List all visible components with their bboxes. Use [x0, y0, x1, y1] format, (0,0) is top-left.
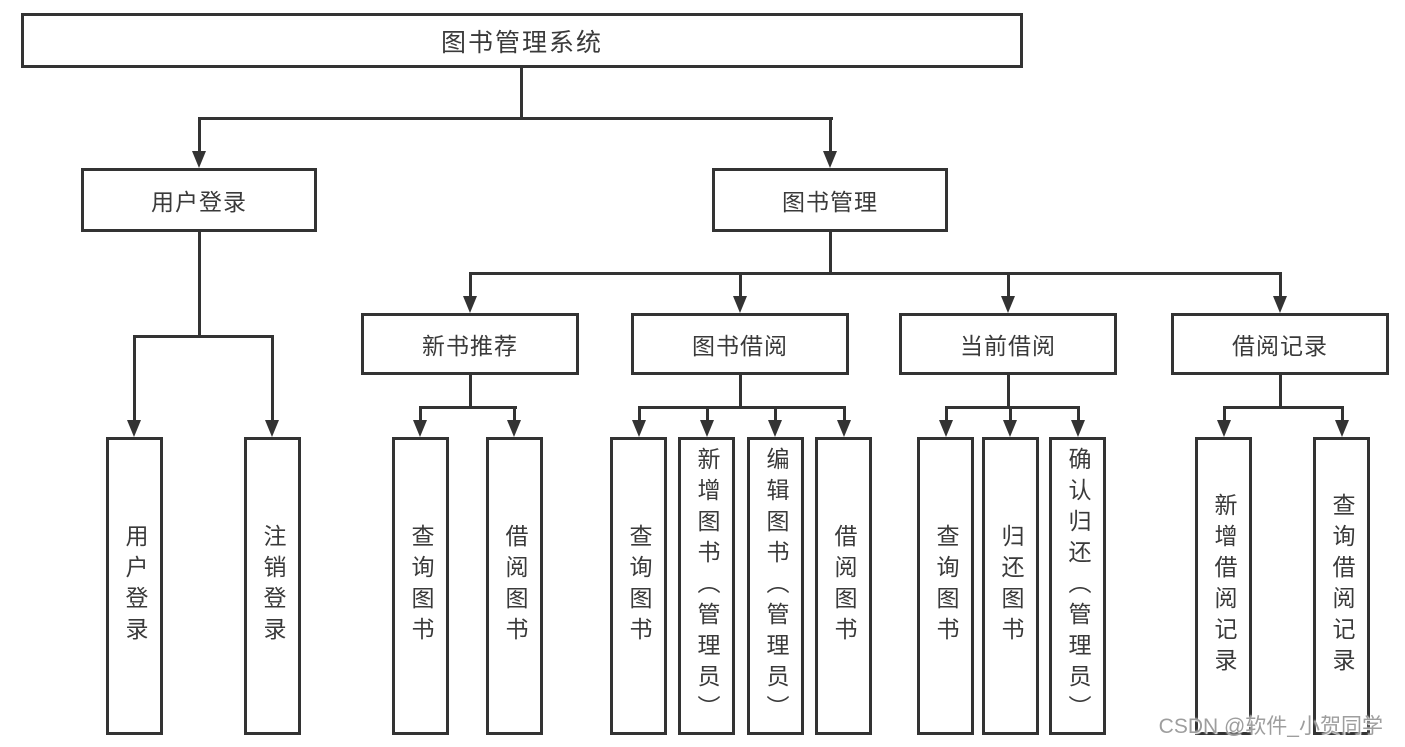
connector-arrowhead [1003, 420, 1017, 437]
node-borrow-records: 借阅记录 [1171, 313, 1389, 375]
connector-hline [198, 117, 833, 120]
node-new-book-rec: 新书推荐 [361, 313, 579, 375]
connector-arrowhead [1273, 296, 1287, 313]
connector-stem [829, 117, 832, 152]
connector-stem [1007, 272, 1010, 298]
connector-hline [133, 335, 274, 338]
connector-stem [638, 406, 641, 422]
connector-stem [513, 406, 516, 422]
connector-hline [469, 272, 1282, 275]
leaf-borrow-query-books-label: 查询图书 [626, 524, 652, 648]
leaf-logout: 注销登录 [244, 437, 301, 735]
leaf-borrow-edit-books-admin-label: 编辑图书（管理员） [763, 446, 789, 726]
connector-stem [133, 335, 136, 421]
node-current-borrow: 当前借阅 [899, 313, 1117, 375]
connector-vline [739, 375, 742, 406]
node-book-mgmt: 图书管理 [712, 168, 948, 232]
connector-arrowhead [1001, 296, 1015, 313]
leaf-records-add-record-label: 新增借阅记录 [1211, 493, 1237, 679]
connector-arrowhead [733, 296, 747, 313]
leaf-newrec-query-books-label: 查询图书 [408, 524, 434, 648]
leaf-borrow-add-books-admin: 新增图书（管理员） [678, 437, 735, 735]
leaf-current-query-books-label: 查询图书 [933, 524, 959, 648]
leaf-borrow-borrow-books-label: 借阅图书 [831, 524, 857, 648]
leaf-borrow-edit-books-admin: 编辑图书（管理员） [747, 437, 804, 735]
connector-hline [638, 406, 846, 409]
connector-vline [1279, 375, 1282, 406]
node-book-borrow-label: 图书借阅 [692, 333, 788, 359]
leaf-current-return-books: 归还图书 [982, 437, 1039, 735]
leaf-current-return-books-label: 归还图书 [998, 524, 1024, 648]
connector-arrowhead [127, 420, 141, 437]
leaf-records-add-record: 新增借阅记录 [1195, 437, 1252, 735]
connector-arrowhead [1071, 420, 1085, 437]
node-book-mgmt-label: 图书管理 [782, 189, 878, 215]
connector-stem [843, 406, 846, 422]
connector-stem [945, 406, 948, 422]
connector-stem [1223, 406, 1226, 422]
connector-stem [1279, 272, 1282, 298]
leaf-user-login-label: 用户登录 [122, 524, 148, 648]
node-root: 图书管理系统 [21, 13, 1023, 68]
leaf-newrec-borrow-books-label: 借阅图书 [502, 524, 528, 648]
node-current-borrow-label: 当前借阅 [960, 333, 1056, 359]
connector-arrowhead [1217, 420, 1231, 437]
connector-stem [1077, 406, 1080, 422]
leaf-logout-label: 注销登录 [260, 524, 286, 648]
connector-stem [419, 406, 422, 422]
connector-vline [198, 232, 201, 335]
connector-stem [774, 406, 777, 422]
connector-vline [469, 375, 472, 406]
connector-hline [945, 406, 1080, 409]
leaf-records-query-record: 查询借阅记录 [1313, 437, 1370, 735]
connector-arrowhead [939, 420, 953, 437]
connector-stem [469, 272, 472, 298]
leaf-borrow-add-books-admin-label: 新增图书（管理员） [694, 446, 720, 726]
connector-arrowhead [192, 151, 206, 168]
connector-stem [1009, 406, 1012, 422]
connector-stem [198, 117, 201, 152]
node-user-login: 用户登录 [81, 168, 317, 232]
leaf-newrec-borrow-books: 借阅图书 [486, 437, 543, 735]
connector-arrowhead [823, 151, 837, 168]
leaf-records-query-record-label: 查询借阅记录 [1329, 493, 1355, 679]
connector-arrowhead [632, 420, 646, 437]
connector-stem [706, 406, 709, 422]
connector-stem [271, 335, 274, 421]
node-root-label: 图书管理系统 [440, 28, 603, 57]
connector-arrowhead [463, 296, 477, 313]
connector-vline [829, 232, 832, 272]
leaf-newrec-query-books: 查询图书 [392, 437, 449, 735]
connector-arrowhead [1335, 420, 1349, 437]
connector-hline [1223, 406, 1344, 409]
node-new-book-rec-label: 新书推荐 [422, 333, 518, 359]
node-book-borrow: 图书借阅 [631, 313, 849, 375]
connector-stem [1341, 406, 1344, 422]
connector-arrowhead [413, 420, 427, 437]
connector-hline [419, 406, 517, 409]
leaf-borrow-borrow-books: 借阅图书 [815, 437, 872, 735]
leaf-current-confirm-return-admin: 确认归还（管理员） [1049, 437, 1106, 735]
connector-stem [739, 272, 742, 298]
connector-arrowhead [265, 420, 279, 437]
node-user-login-label: 用户登录 [151, 189, 247, 215]
connector-vline [520, 68, 523, 117]
watermark-text: CSDN @软件_小贺同学 [1158, 715, 1383, 738]
connector-vline [1007, 375, 1010, 406]
leaf-current-confirm-return-admin-label: 确认归还（管理员） [1065, 446, 1091, 726]
connector-arrowhead [837, 420, 851, 437]
leaf-current-query-books: 查询图书 [917, 437, 974, 735]
leaf-user-login: 用户登录 [106, 437, 163, 735]
leaf-borrow-query-books: 查询图书 [610, 437, 667, 735]
connector-arrowhead [700, 420, 714, 437]
connector-arrowhead [768, 420, 782, 437]
node-borrow-records-label: 借阅记录 [1232, 333, 1328, 359]
connector-arrowhead [507, 420, 521, 437]
